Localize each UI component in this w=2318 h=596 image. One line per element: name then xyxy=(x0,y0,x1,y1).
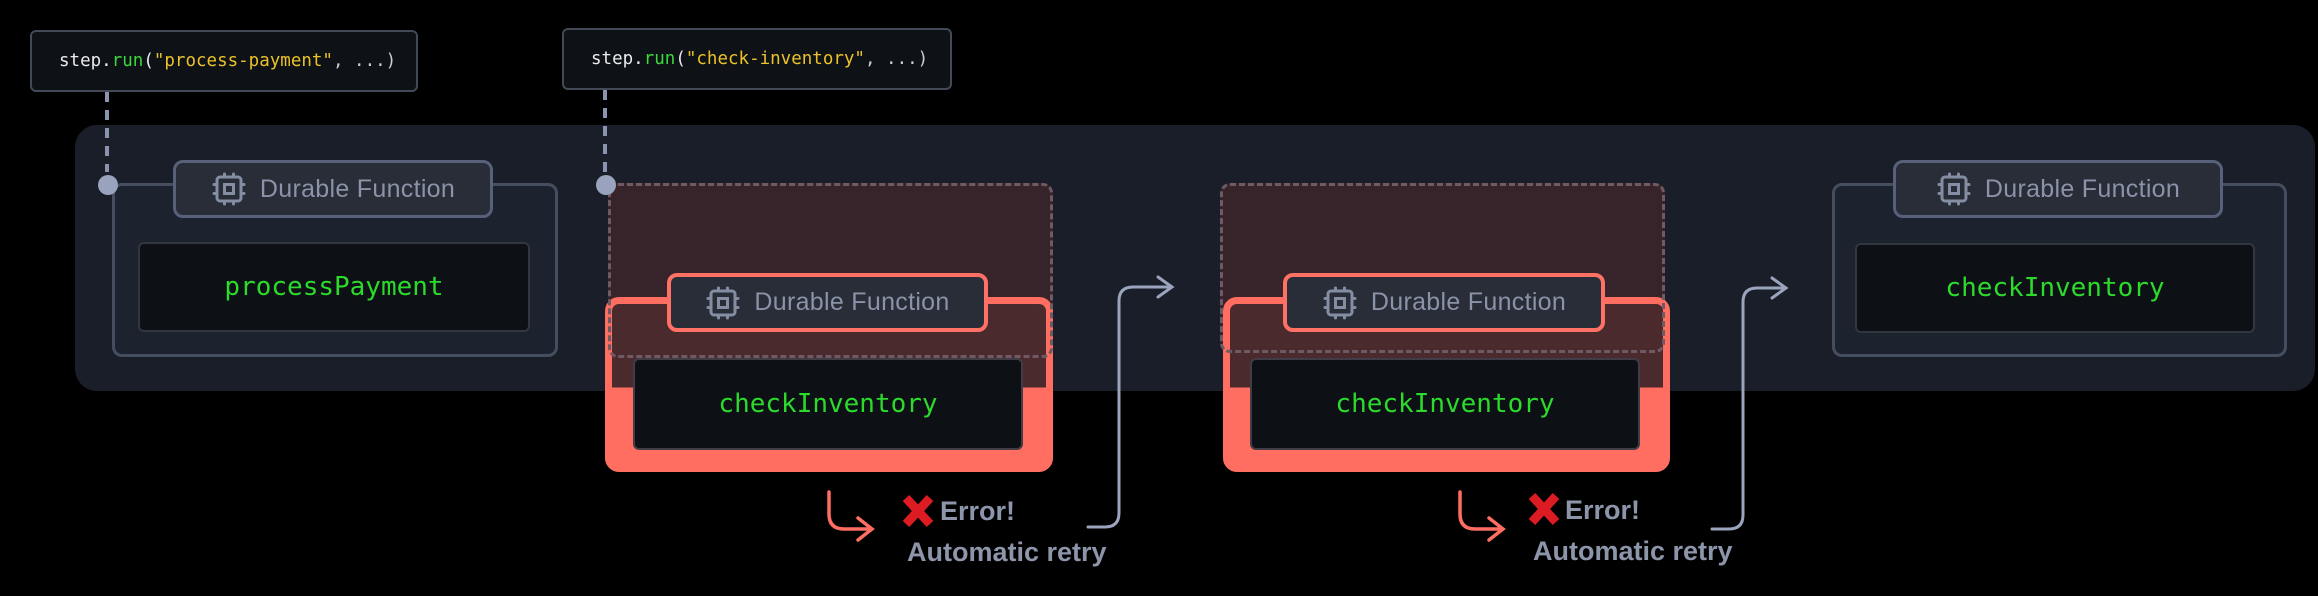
code-object: step xyxy=(591,49,634,69)
failed-attempt-border-2 xyxy=(1220,183,1665,353)
error-x-icon-2 xyxy=(1528,492,1560,526)
failed-attempt-border-1 xyxy=(608,183,1053,358)
function-name-box-4: checkInventory xyxy=(1855,243,2255,333)
function-name: checkInventory xyxy=(718,389,938,419)
code-paren-open: ( xyxy=(143,51,154,71)
error-arrow-1 xyxy=(827,490,875,542)
error-label-2: Error! xyxy=(1565,495,1641,525)
function-name: processPayment xyxy=(224,272,444,302)
code-dot: . xyxy=(101,51,112,71)
badge-label: Durable Function xyxy=(259,174,456,203)
code-string-arg: "check-inventory" xyxy=(685,49,865,69)
function-name-box-2: checkInventory xyxy=(633,358,1023,450)
cpu-chip-icon xyxy=(1937,172,1971,206)
durable-function-badge-2: Durable Function xyxy=(667,273,988,332)
badge-label: Durable Function xyxy=(1370,288,1567,316)
code-string-arg: "process-payment" xyxy=(153,51,333,71)
retry-label-2: Automatic retry xyxy=(1533,536,1733,566)
code-rest: , ...) xyxy=(864,49,929,69)
cpu-chip-icon xyxy=(212,172,246,206)
durable-function-badge-1: Durable Function xyxy=(173,160,493,218)
error-x-icon-1 xyxy=(902,494,934,528)
code-paren-open: ( xyxy=(675,49,686,69)
code-dot: . xyxy=(633,49,644,69)
code-snippet-process-payment: step.run("process-payment", ...) xyxy=(30,30,418,92)
function-name-box-1: processPayment xyxy=(138,242,530,332)
retry-label-1: Automatic retry xyxy=(907,537,1107,567)
cpu-chip-icon xyxy=(1323,286,1357,319)
code-rest: , ...) xyxy=(332,51,397,71)
cpu-chip-icon xyxy=(706,286,740,319)
error-label-1: Error! xyxy=(940,496,1016,526)
error-arrow-2 xyxy=(1458,490,1506,542)
code-method: run xyxy=(643,49,676,69)
badge-label: Durable Function xyxy=(754,288,950,316)
function-name: checkInventory xyxy=(1945,273,2165,303)
durable-function-badge-4: Durable Function xyxy=(1893,160,2223,218)
function-name: checkInventory xyxy=(1335,389,1555,419)
code-snippet-check-inventory: step.run("check-inventory", ...) xyxy=(562,28,952,90)
badge-label: Durable Function xyxy=(1984,174,2181,203)
code-method: run xyxy=(111,51,144,71)
function-name-box-3: checkInventory xyxy=(1250,358,1640,450)
code-object: step xyxy=(59,51,102,71)
durable-function-badge-3: Durable Function xyxy=(1283,273,1605,332)
